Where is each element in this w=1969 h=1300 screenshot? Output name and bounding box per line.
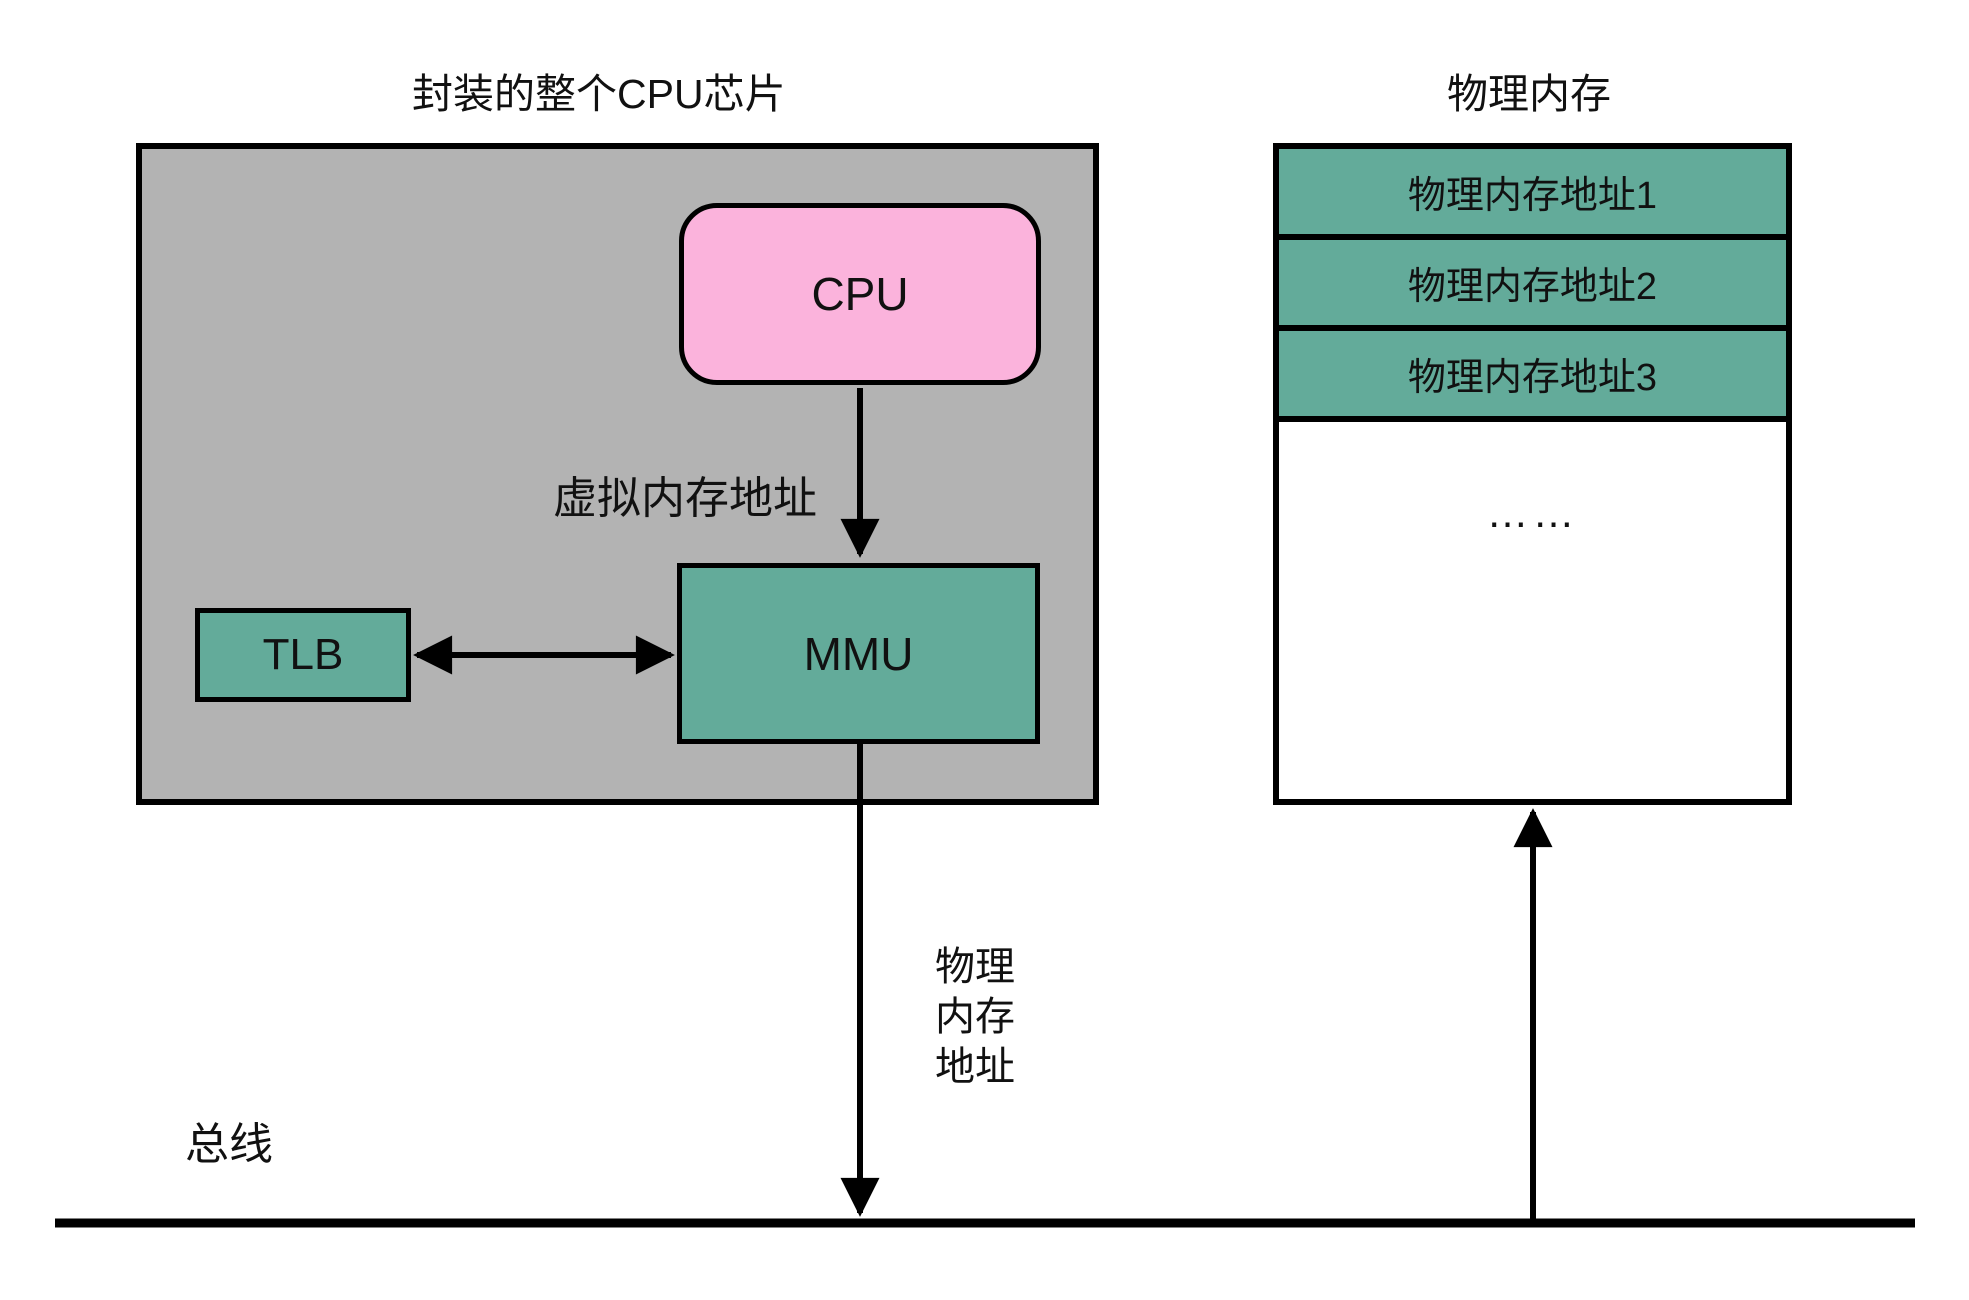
memory-ellipsis: …… bbox=[1486, 489, 1579, 536]
memory-row-2: 物理内存地址2 bbox=[1279, 240, 1786, 331]
physical-memory-box: 物理内存地址1 物理内存地址2 物理内存地址3 …… bbox=[1273, 143, 1792, 805]
memory-row-2-label: 物理内存地址2 bbox=[1407, 266, 1658, 308]
physical-address-line-3: 地址 bbox=[935, 1045, 1015, 1089]
mmu-label: MMU bbox=[803, 627, 914, 680]
tlb-label: TLB bbox=[262, 630, 344, 679]
bus-label: 总线 bbox=[185, 1120, 273, 1169]
virtual-address-label: 虚拟内存地址 bbox=[553, 474, 817, 523]
cpu-box: CPU bbox=[679, 203, 1041, 385]
physical-address-line-2: 内存 bbox=[935, 995, 1015, 1039]
tlb-box: TLB bbox=[195, 608, 411, 702]
physical-address-line-1: 物理 bbox=[935, 945, 1015, 989]
memory-row-1: 物理内存地址1 bbox=[1279, 149, 1786, 240]
memory-title: 物理内存 bbox=[1447, 71, 1611, 117]
memory-row-3-label: 物理内存地址3 bbox=[1407, 357, 1658, 399]
mmu-box: MMU bbox=[677, 563, 1040, 744]
chip-title: 封装的整个CPU芯片 bbox=[412, 71, 786, 117]
physical-address-label: 物理 内存 地址 bbox=[935, 942, 1015, 1092]
memory-row-1-label: 物理内存地址1 bbox=[1407, 175, 1658, 217]
cpu-label: CPU bbox=[811, 268, 909, 320]
memory-row-3: 物理内存地址3 bbox=[1279, 331, 1786, 422]
